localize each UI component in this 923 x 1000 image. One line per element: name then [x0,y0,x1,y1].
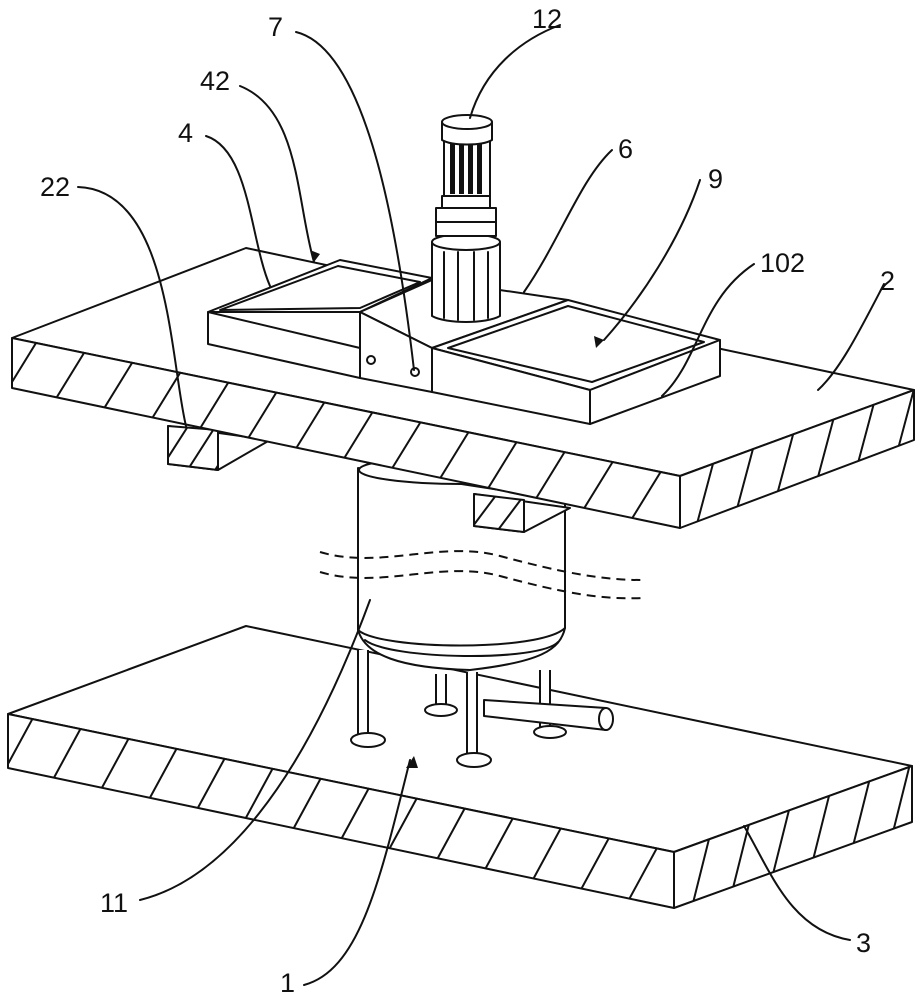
label-2: 2 [880,266,895,296]
label-9: 9 [708,164,723,194]
part-labels: 12 7 42 4 22 6 9 102 2 11 1 3 [40,4,895,998]
label-102: 102 [760,248,805,278]
bottom-plate [7,625,913,909]
support-legs [350,650,614,768]
label-22: 22 [40,172,70,202]
label-4: 4 [178,118,193,148]
label-42: 42 [200,66,230,96]
tray-assembly [207,259,721,425]
label-6: 6 [618,134,633,164]
label-3: 3 [856,928,871,958]
motor [431,114,501,323]
label-11: 11 [100,888,128,918]
leader-lines [77,24,885,986]
leader-arrows [310,250,604,768]
label-1: 1 [280,968,295,998]
label-12: 12 [532,4,562,34]
label-7: 7 [268,12,283,42]
